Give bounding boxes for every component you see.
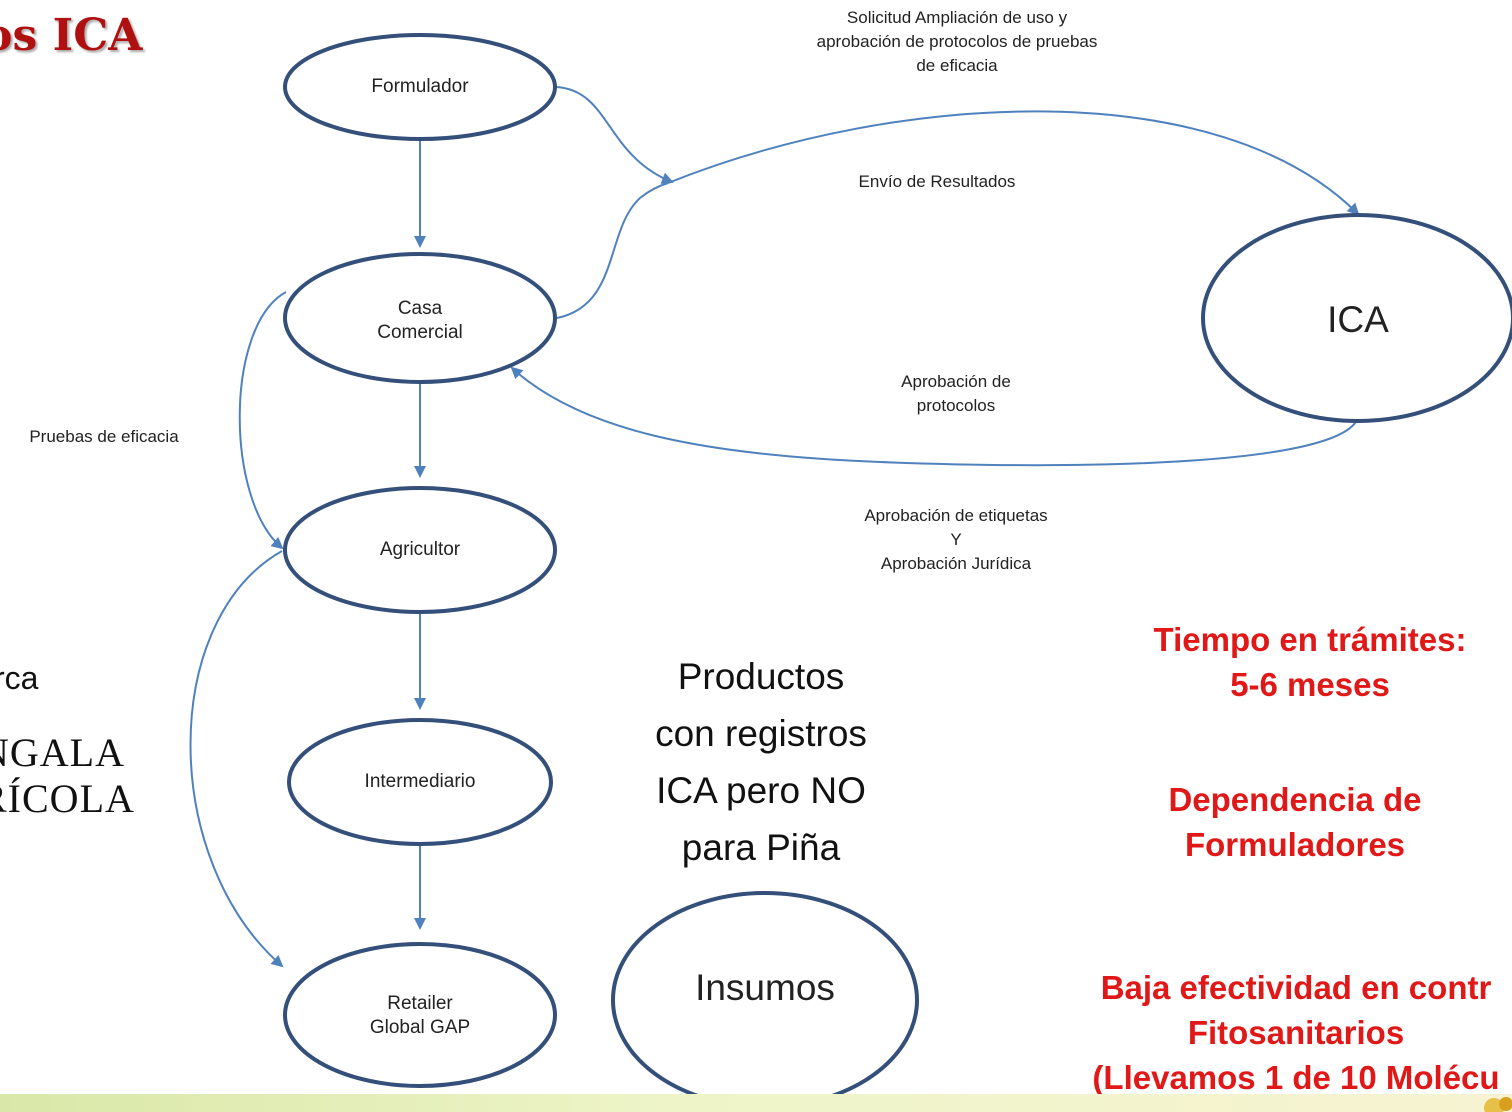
slide-title: ros ICA (0, 10, 143, 61)
node-ica-shape (1201, 213, 1512, 423)
node-intermediario-label: Intermediario (364, 771, 476, 792)
note-tiempo-line-1: Tiempo en trámites: (1153, 621, 1467, 658)
edge-label-solicitud-line-3: de eficacia (916, 56, 998, 75)
node-retailer-shape (283, 942, 557, 1088)
edge-label-aprobacion-etiquetas-line-1: Aprobación de etiquetas (864, 506, 1048, 525)
arrow-agricultor-to-retailer-curve (189, 550, 284, 968)
node-agricultor-shape (283, 486, 557, 614)
edge-label-aprobacion-protocolos-line-1: Aprobación de (901, 372, 1011, 391)
productos-line-1: Productos (677, 656, 845, 697)
productos-line-4: para Piña (681, 827, 841, 868)
note-baja-line-3: (Llevamos 1 de 10 Molécu (1092, 1059, 1500, 1096)
brand-line-1: NGALA (0, 730, 125, 775)
note-baja-line-1: Baja efectividad en contr (1100, 969, 1492, 1006)
node-casa-shape (283, 252, 557, 384)
marca-text: rca (0, 660, 39, 696)
note-tiempo-line-2: 5-6 meses (1230, 666, 1390, 703)
edge-label-aprobacion-etiquetas: Aprobación de etiquetas Y Aprobación Jur… (864, 504, 1047, 576)
node-agricultor-label: Agricultor (379, 539, 461, 560)
arrow-ica-to-casa (510, 366, 1359, 467)
edge-label-pruebas: Pruebas de eficacia (29, 427, 179, 446)
note-dependencia: Dependencia de Formuladores (1168, 777, 1421, 867)
note-baja-line-2: Fitosanitarios (1187, 1014, 1405, 1051)
brand-line-2: RÍCOLA (0, 776, 135, 821)
note-baja: Baja efectividad en contr Fitosanitarios… (1092, 965, 1499, 1100)
edge-label-aprobacion-protocolos-line-2: protocolos (916, 396, 996, 415)
edge-label-aprobacion-etiquetas-line-2: Y (950, 530, 962, 549)
edge-label-solicitud-line-1: Solicitud Ampliación de uso y (846, 8, 1068, 27)
edge-label-solicitud: Solicitud Ampliación de uso y aprobación… (817, 6, 1098, 78)
node-retailer-label: Retailer Global GAP (370, 992, 470, 1040)
productos-text: Productos con registros ICA pero NO para… (655, 648, 867, 876)
node-casa-line-2: Comercial (377, 322, 463, 343)
node-intermediario-shape (287, 718, 553, 846)
productos-line-2: con registros (655, 713, 867, 754)
node-insumos-label: Insumos (695, 967, 835, 1008)
note-dependencia-line-2: Formuladores (1184, 826, 1406, 863)
productos-line-3: ICA pero NO (656, 770, 866, 811)
edge-label-aprobacion-etiquetas-line-3: Aprobación Jurídica (880, 554, 1032, 573)
node-ica-label: ICA (1327, 299, 1389, 340)
note-dependencia-line-1: Dependencia de (1168, 781, 1422, 818)
node-casa-line-1: Casa (397, 298, 443, 319)
node-formulador-label: Formulador (371, 76, 469, 97)
edge-label-envio: Envío de Resultados (858, 172, 1016, 191)
node-retailer-line-2: Global GAP (369, 1017, 471, 1038)
arrow-formulador-to-junction (555, 86, 674, 184)
corner-image (1484, 1097, 1512, 1112)
node-casa-label: Casa Comercial (377, 297, 463, 345)
edge-label-solicitud-line-2: aprobación de protocolos de pruebas (816, 32, 1098, 51)
brand-logo-text: NGALA RÍCOLA (0, 730, 135, 822)
edge-label-aprobacion-protocolos: Aprobación de protocolos (901, 370, 1011, 418)
bottom-decorative-strip (0, 1094, 1512, 1112)
arrow-casa-up-to-junction (556, 182, 669, 319)
arrow-casa-to-agricultor-curve (238, 291, 287, 550)
node-retailer-line-1: Retailer (387, 993, 453, 1014)
node-formulador-shape (283, 33, 557, 141)
note-tiempo: Tiempo en trámites: 5-6 meses (1154, 617, 1467, 707)
arrow-junction-to-ica (667, 110, 1360, 216)
